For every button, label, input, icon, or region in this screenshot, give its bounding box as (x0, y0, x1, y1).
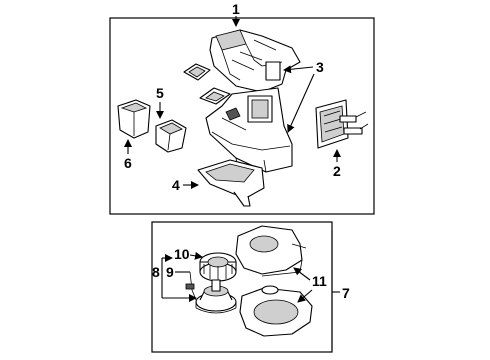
leader-10 (189, 251, 203, 260)
callout-2: 2 (333, 163, 341, 179)
callout-10: 10 (174, 246, 190, 262)
callout-3: 3 (316, 59, 324, 75)
blower-fan (199, 252, 237, 282)
bottom-tray (197, 159, 265, 207)
callout-6: 6 (124, 155, 132, 171)
callout-11: 11 (312, 273, 327, 289)
callout-9: 9 (166, 264, 174, 280)
blower-case-lower (239, 285, 313, 337)
blower-case-upper (235, 225, 307, 277)
lower-case-part (205, 87, 293, 173)
blower-motor (195, 279, 237, 314)
callout-4: 4 (172, 177, 180, 193)
callout-8: 8 (152, 264, 160, 280)
leader-11b (297, 289, 313, 303)
leader-11a (293, 267, 311, 281)
duct-piece-5 (155, 119, 187, 153)
callout-5: 5 (156, 85, 164, 101)
small-seal-parts (183, 63, 231, 105)
callout-1: 1 (232, 1, 240, 17)
connector-9 (185, 283, 195, 290)
upper-case-part (209, 29, 301, 93)
leader-3b (287, 73, 315, 133)
case-assembly-frame (109, 17, 375, 215)
evaporator-core (315, 99, 369, 149)
leader-3a (283, 65, 314, 74)
duct-piece-6 (117, 99, 151, 139)
callout-7: 7 (342, 285, 350, 301)
